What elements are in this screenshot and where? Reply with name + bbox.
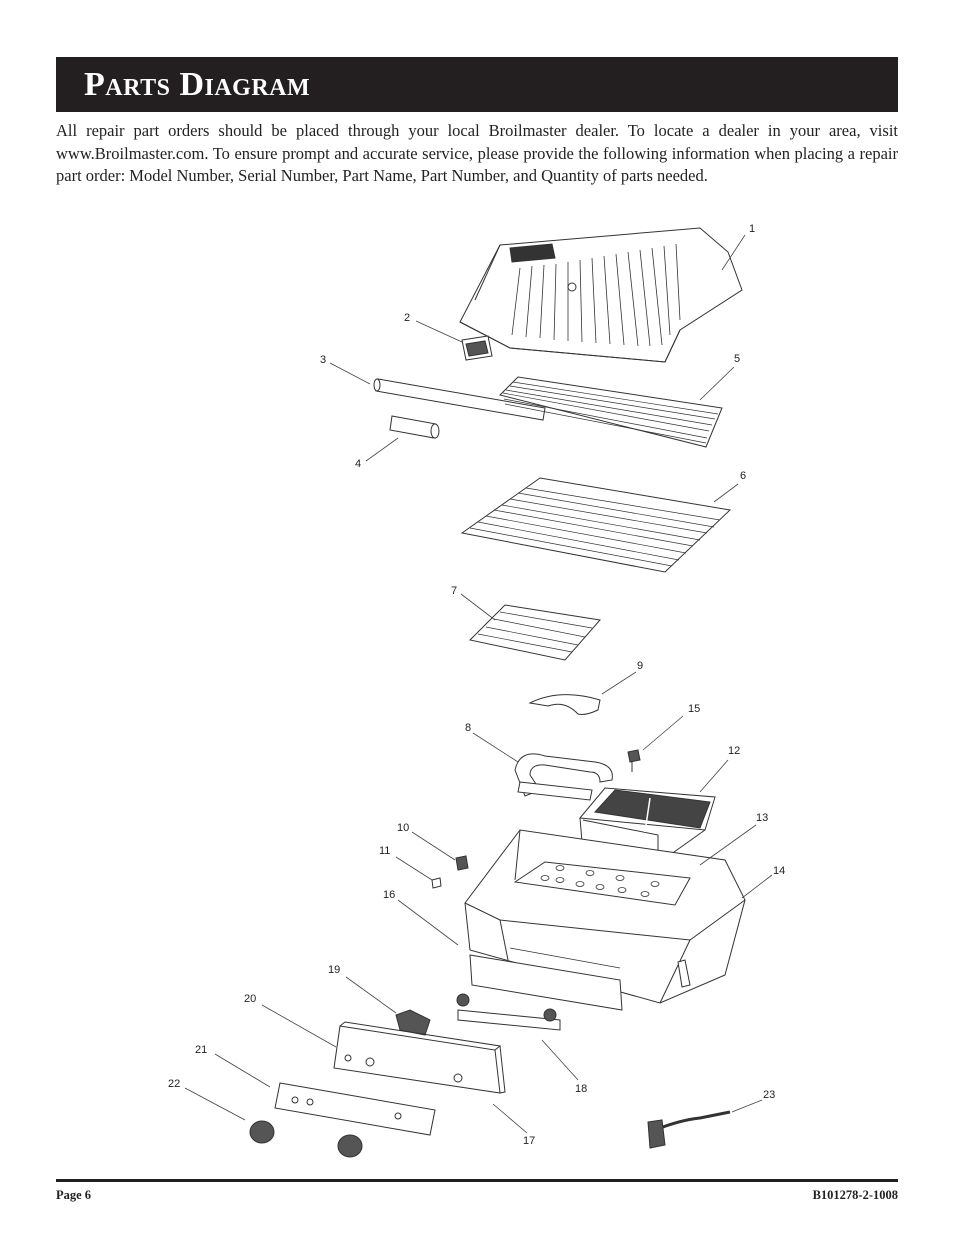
part-thermometer [461, 335, 493, 361]
part-heat-shield [528, 694, 601, 715]
part-rod [373, 378, 546, 421]
part-tube [389, 415, 440, 439]
label-part-14: 14 [773, 865, 785, 877]
label-part-15: 15 [688, 703, 700, 715]
label-part-19: 19 [328, 964, 340, 976]
label-part-10: 10 [397, 822, 409, 834]
label-part-5: 5 [734, 353, 740, 365]
label-part-20: 20 [244, 993, 256, 1005]
part-briquette-grid [468, 604, 601, 661]
label-part-11: 11 [379, 845, 390, 857]
label-part-22: 22 [168, 1078, 180, 1090]
page-number: Page 6 [56, 1188, 92, 1202]
label-part-23: 23 [763, 1089, 775, 1101]
label-part-3: 3 [320, 354, 326, 366]
part-valve [395, 1009, 431, 1036]
part-burner [514, 753, 613, 801]
label-part-17: 17 [523, 1135, 535, 1147]
part-lid [459, 227, 743, 363]
label-part-9: 9 [637, 660, 643, 672]
part-clip [627, 749, 641, 772]
label-part-7: 7 [451, 585, 457, 597]
intro-paragraph: All repair part orders should be placed … [56, 121, 898, 185]
part-igniter [431, 855, 469, 889]
part-hose-regulator [647, 1110, 731, 1149]
label-part-16: 16 [383, 889, 395, 901]
part-numbers: 1 2 3 4 5 6 7 8 9 10 11 12 13 14 15 16 1… [168, 223, 785, 1147]
label-part-6: 6 [740, 470, 746, 482]
part-grill-body [464, 829, 746, 1004]
part-manifold [456, 993, 561, 1031]
label-part-13: 13 [756, 812, 768, 824]
page-title: Parts Diagram [84, 65, 311, 103]
label-part-18: 18 [575, 1083, 587, 1095]
label-part-2: 2 [404, 312, 410, 324]
part-cooking-grid [460, 477, 732, 573]
part-knobs [249, 1120, 363, 1158]
label-part-4: 4 [355, 458, 361, 470]
label-part-1: 1 [749, 223, 755, 235]
leader-lines [184, 234, 773, 1134]
footer-rule [56, 1179, 898, 1182]
label-part-12: 12 [728, 745, 740, 757]
part-front-panel [469, 947, 623, 1011]
document-number: B101278-2-1008 [812, 1188, 898, 1202]
part-label-plate [274, 1082, 436, 1136]
label-part-21: 21 [195, 1044, 207, 1056]
part-warming-rack [499, 376, 723, 448]
part-control-panel [333, 1021, 506, 1094]
title-bar: Parts Diagram [56, 57, 898, 112]
label-part-8: 8 [465, 722, 471, 734]
